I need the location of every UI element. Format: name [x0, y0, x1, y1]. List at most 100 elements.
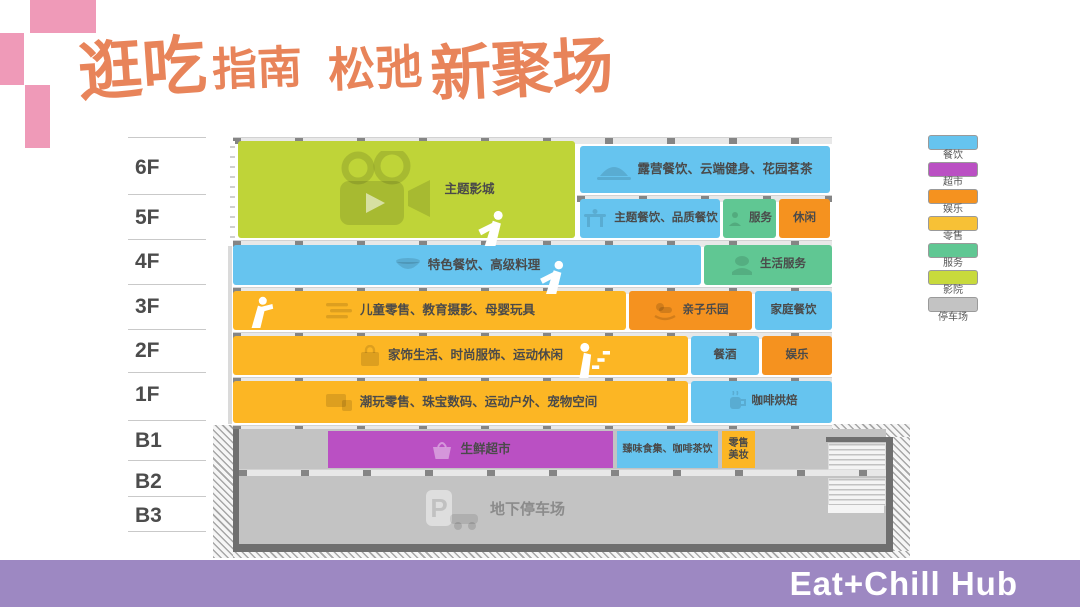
svg-text:P: P [430, 493, 447, 523]
footer-bar: Eat+Chill Hub [0, 560, 1080, 607]
block-label: 生活服务 [760, 258, 806, 271]
brand-logo-text: Eat+Chill Hub [789, 564, 1018, 602]
block-label: 露营餐饮、云端健身、花园茗茶 [637, 162, 813, 177]
b1-slab [239, 469, 886, 477]
block-label: 生鲜超市 [460, 442, 511, 457]
legend-label: 零售 [943, 231, 963, 242]
elevation-scale [230, 141, 235, 238]
block-label: 家饰生活、时尚服饰、运动休闲 [387, 348, 563, 363]
block-label: 咖啡烘焙 [751, 395, 798, 408]
legend-item-service: 服务 [925, 243, 981, 269]
toys-list-icon [325, 302, 352, 318]
deco-pink-bar [25, 85, 50, 148]
page-title: 逛吃 指南 松弛 新聚场 [76, 18, 615, 110]
block-1f-coffee: 咖啡烘焙 [691, 381, 832, 423]
legend-swatch [928, 162, 978, 177]
floor-divider [128, 329, 206, 330]
block-4f-service: 生活服务 [704, 245, 832, 285]
rocking-horse-icon [653, 302, 676, 320]
block-label: 特色餐饮、高级料理 [427, 257, 541, 272]
floor-label-4f: 4F [135, 250, 160, 273]
floor-divider [128, 372, 206, 373]
block-cinema: 主题影城 [238, 141, 575, 238]
block-5f-service: 服务 [723, 199, 776, 238]
legend-item-parking: 停车场 [925, 297, 981, 323]
legend-label: 娱乐 [943, 204, 963, 215]
legend-label: 影院 [943, 285, 963, 296]
block-4f-dining: 特色餐饮、高级料理 [233, 245, 701, 285]
hatch-left [213, 425, 233, 558]
block-b1-food: 臻味食集、咖啡茶饮 [617, 431, 718, 468]
left-wall [228, 246, 232, 424]
legend-swatch [928, 135, 978, 150]
block-label: 儿童零售、教育摄影、母婴玩具 [359, 303, 535, 318]
legend-label: 餐饮 [943, 150, 963, 161]
block-label: 服务 [749, 211, 772, 224]
block-label: 潮玩零售、珠宝数码、运动户外、宠物空间 [359, 394, 598, 409]
block-3f-dining: 家庭餐饮 [755, 291, 832, 330]
floor-label-5f: 5F [135, 206, 160, 229]
title-seg-2: 指南 [211, 40, 304, 96]
legend-label: 服务 [943, 258, 963, 269]
legend: 餐饮 超市 娱乐 零售 服务 影院 停车场 [925, 135, 981, 324]
movie-camera-icon [340, 150, 431, 225]
legend-swatch [928, 189, 978, 204]
floor-slab [233, 240, 832, 247]
floor-slab [233, 137, 832, 144]
block-label: 地下停车场 [489, 501, 565, 519]
block-5f-leisure: 休闲 [779, 199, 830, 238]
block-label: 主题影城 [444, 182, 495, 197]
care-hands-icon [732, 256, 752, 275]
wall-right [886, 437, 893, 552]
title-seg-4: 新聚场 [428, 30, 615, 109]
legend-label: 停车场 [938, 312, 968, 323]
block-label: 零售美妆 [728, 438, 749, 461]
floor-label-b2: B2 [135, 470, 162, 493]
stairs-person-icon [579, 342, 610, 378]
block-6f-dining: 露营餐饮、云端健身、花园茗茶 [580, 146, 830, 193]
block-2f-retail: 家饰生活、时尚服饰、运动休闲 [233, 336, 688, 375]
floor-divider [128, 496, 206, 497]
floor-label-b1: B1 [135, 429, 162, 452]
escalator-person-icon [540, 260, 564, 294]
block-2f-dining: 餐酒 [691, 336, 759, 375]
floor-divider [128, 460, 206, 461]
legend-swatch [928, 297, 978, 312]
title-seg-1: 逛吃 [75, 28, 209, 110]
block-b1-beauty: 零售美妆 [722, 431, 755, 468]
title-seg-3: 松弛 [327, 39, 424, 97]
grocery-basket-icon [433, 441, 452, 459]
floor-slab [233, 332, 832, 339]
deco-pink-square-top [30, 0, 96, 33]
ramp-gap [828, 505, 884, 513]
legend-item-retail: 零售 [925, 216, 981, 242]
block-label: 亲子乐园 [682, 303, 729, 316]
block-3f-kids: 亲子乐园 [629, 291, 752, 330]
parking-icon: P [425, 490, 478, 530]
hatch-bottom [233, 551, 910, 558]
parking-ramp-b2 [828, 478, 886, 506]
legend-label: 超市 [943, 177, 963, 188]
legend-item-cinema: 影院 [925, 270, 981, 296]
floor-divider [128, 420, 206, 421]
storefront-icon [325, 394, 352, 411]
floor-slab [233, 377, 832, 384]
wall-bottom [233, 544, 893, 552]
block-1f-retail: 潮玩零售、珠宝数码、运动户外、宠物空间 [233, 381, 688, 423]
wall-top-right [826, 437, 893, 442]
floor-label-6f: 6F [135, 156, 160, 179]
block-2f-entertainment: 娱乐 [762, 336, 832, 375]
bowl-icon [395, 258, 420, 269]
floor-divider [128, 284, 206, 285]
service-person-icon [729, 211, 741, 226]
legend-item-dining: 餐饮 [925, 135, 981, 161]
floor-divider [128, 239, 206, 240]
parking-ramp-b1 [828, 443, 886, 470]
floor-slab [233, 287, 832, 294]
b2-b3-band [239, 476, 886, 544]
floor-divider [128, 194, 206, 195]
block-parking: P 地下停车场 [239, 476, 886, 544]
floor-slab [577, 195, 832, 202]
legend-swatch [928, 270, 978, 285]
